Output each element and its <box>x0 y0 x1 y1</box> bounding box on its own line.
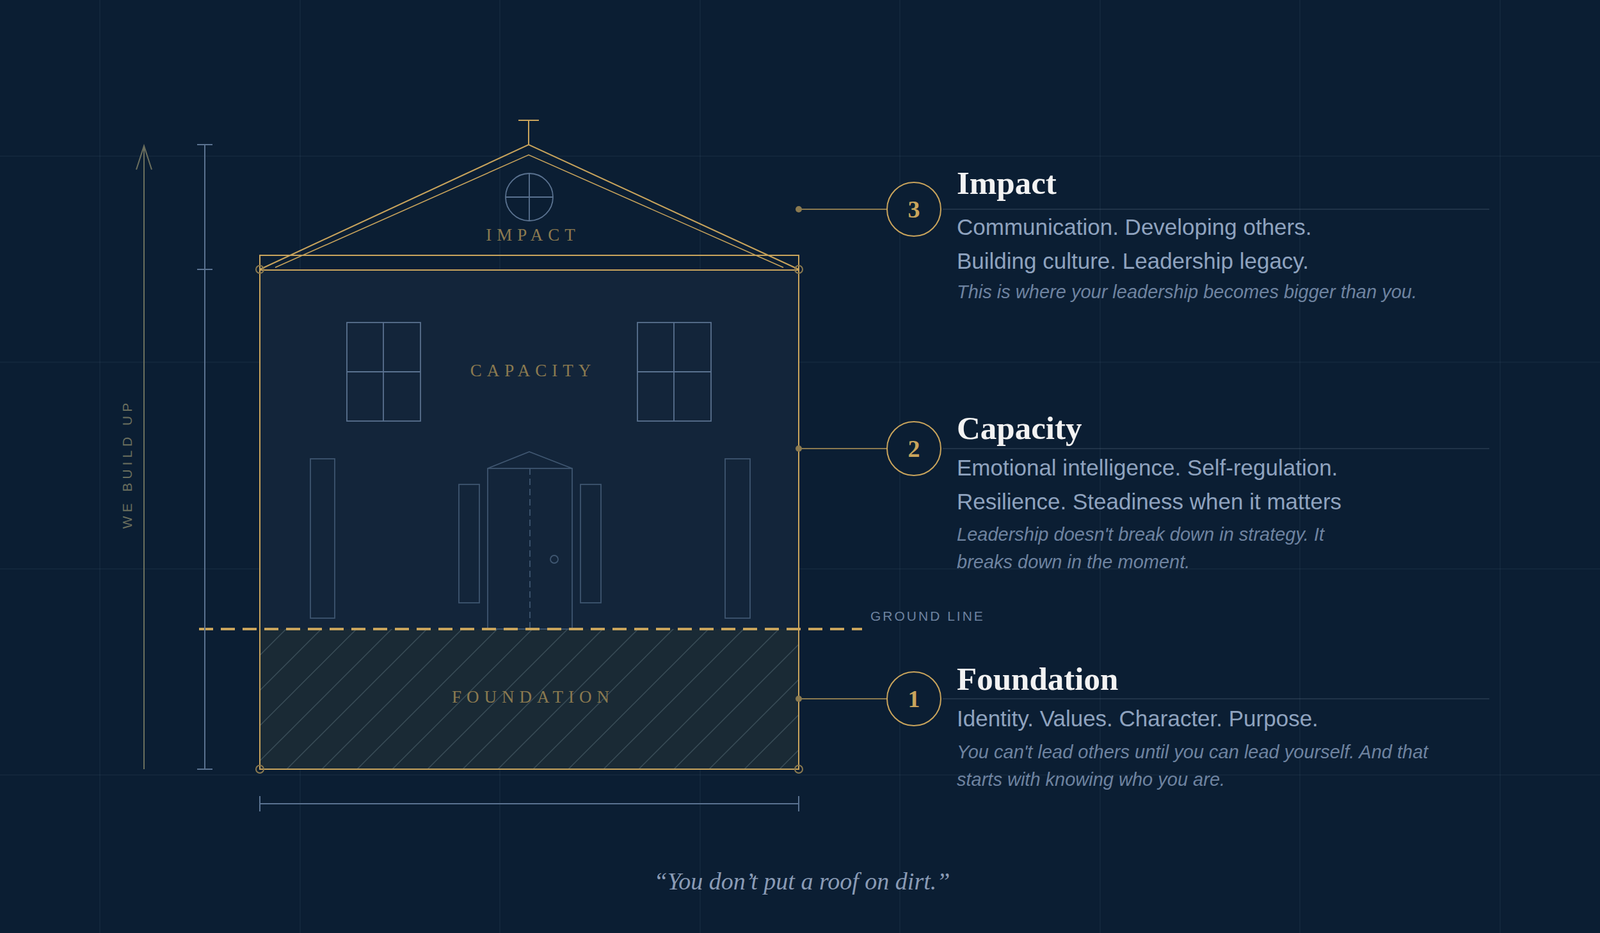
callout-number: 2 <box>908 436 921 461</box>
section-note: Leadership doesn't break down in strateg… <box>956 520 1357 576</box>
callout-number: 1 <box>908 686 921 712</box>
section-body: Identity. Values. Character. Purpose. <box>956 701 1444 736</box>
callout-number: 1 <box>886 671 942 727</box>
section-body: Emotional intelligence. Self-regulation.… <box>956 450 1444 519</box>
callout-number: 3 <box>886 181 942 237</box>
pediment-region: IMPACT <box>259 144 799 270</box>
section-note: This is where your leadership becomes bi… <box>956 278 1533 306</box>
section-body: Communication. Developing others. Buildi… <box>956 209 1380 278</box>
section-name: IMPACT <box>480 225 581 246</box>
section-heading: Capacity <box>956 410 1082 447</box>
ground-label: GROUND LINE <box>870 608 985 624</box>
callout-number: 3 <box>908 197 921 222</box>
section-name: CAPACITY <box>465 360 597 381</box>
callout-number: 2 <box>886 421 942 477</box>
section-note: You can't lead others until you can lead… <box>956 738 1434 794</box>
leader-dot <box>795 695 802 703</box>
capacity-region: CAPACITY <box>259 270 799 630</box>
leader-line <box>798 208 887 210</box>
axis-label: WE BUILD UP <box>119 399 136 530</box>
section-heading: Foundation <box>956 661 1119 697</box>
leader-line <box>798 698 887 700</box>
section-name: FOUNDATION <box>446 687 615 708</box>
leader-line <box>798 448 887 450</box>
foundation-region: FOUNDATION <box>259 629 799 770</box>
leader-dot <box>795 206 802 213</box>
section-heading: Impact <box>956 165 1057 201</box>
caption-quote: “You don’t put a roof on dirt.” <box>654 867 951 896</box>
leader-dot <box>795 445 802 452</box>
